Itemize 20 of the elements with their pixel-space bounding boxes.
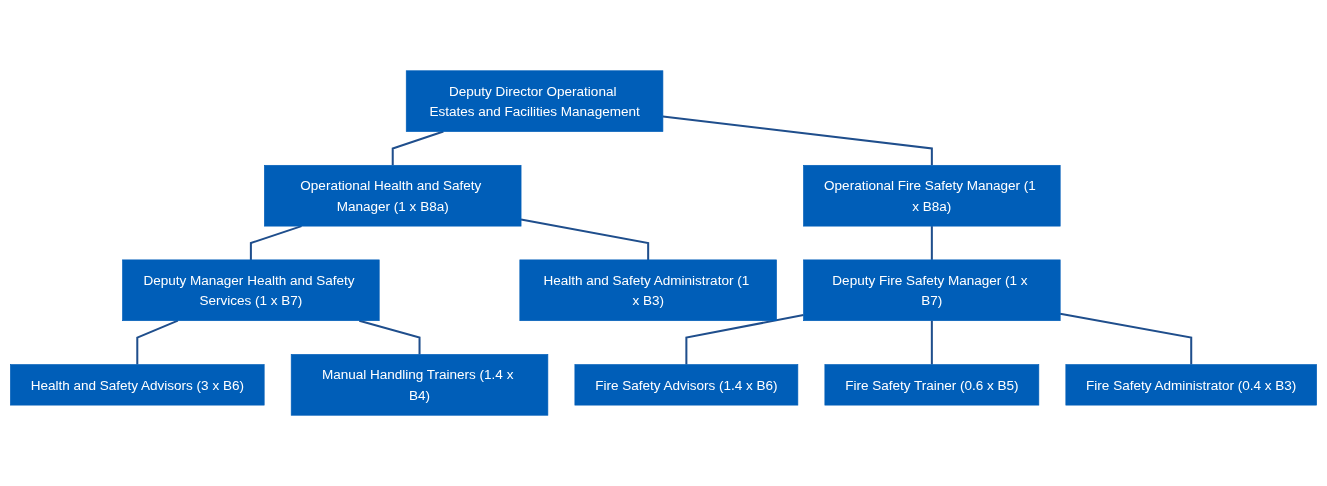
node-box: Fire Safety Advisors (1.4 x B6) — [574, 364, 799, 406]
connector — [930, 226, 933, 260]
node-box: Manual Handling Trainers (1.4 x B4) — [290, 354, 549, 416]
node-box: Deputy Manager Health and Safety Services (1 x B7) — [122, 259, 380, 321]
node-box: Deputy Fire Safety Manager (1 x B7) — [803, 259, 1061, 321]
connector — [249, 225, 302, 260]
connector — [1060, 312, 1193, 365]
connector — [930, 320, 933, 365]
connector — [520, 218, 650, 260]
node-box: Health and Safety Administrator (1 x B3) — [519, 259, 777, 321]
node-box: Fire Safety Administrator (0.4 x B3) — [1065, 364, 1317, 406]
connector — [685, 314, 804, 365]
connector — [391, 130, 444, 166]
connector — [662, 115, 933, 166]
connector — [359, 319, 421, 355]
node-box: Operational Fire Safety Manager (1 x B8a) — [803, 165, 1061, 227]
node-box: Fire Safety Trainer (0.6 x B5) — [824, 364, 1040, 406]
node-box: Operational Health and Safety Manager (1 x B8a) — [264, 165, 522, 227]
node-box: Deputy Director Operational Estates and Facilities Management — [405, 70, 664, 132]
node-box: Health and Safety Advisors (3 x B6) — [10, 364, 265, 406]
